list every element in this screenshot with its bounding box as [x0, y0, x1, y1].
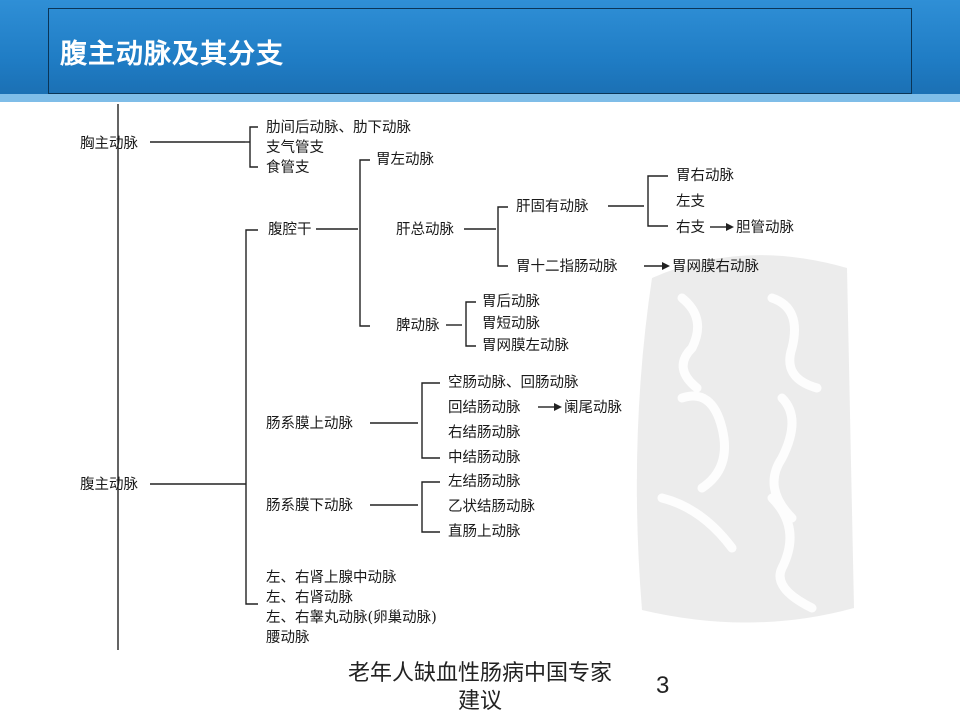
thoracic-branch: 支气管支	[266, 139, 324, 156]
seal-watermark	[636, 255, 854, 623]
sma-branch: 右结肠动脉	[448, 424, 521, 441]
ima-branch: 左结肠动脉	[448, 473, 521, 490]
thoracic-branch: 食管支	[266, 159, 310, 176]
slide-footer: 老年人缺血性肠病中国专家建议	[347, 661, 612, 714]
splenic-branch: 胃后动脉	[482, 293, 540, 310]
abdominal-aorta-label: 腹主动脉	[80, 476, 138, 493]
common-hepatic-label: 肝总动脉	[396, 221, 454, 238]
sma-branch: 回结肠动脉	[448, 399, 521, 416]
header-bar	[0, 0, 960, 102]
ima-bracket	[421, 481, 440, 533]
splenic-branch: 胃短动脉	[482, 315, 540, 332]
sma-branch: 空肠动脉、回肠动脉	[448, 374, 579, 391]
appendicular-arrow-head	[554, 403, 562, 411]
thoracic-bracket	[249, 126, 258, 168]
ima-branch: 直肠上动脉	[448, 523, 521, 540]
cystic-artery-label: 胆管动脉	[736, 219, 794, 236]
abdominal-bracket	[245, 229, 258, 605]
thoracic-aorta-label: 胸主动脉	[80, 135, 138, 152]
paired-branch: 左、右肾动脉	[266, 589, 353, 606]
sma-branch: 中结肠动脉	[448, 449, 521, 466]
common-hepatic-bracket	[497, 206, 508, 267]
appendicular-label: 阑尾动脉	[564, 399, 622, 416]
left-gastric-label: 胃左动脉	[376, 151, 434, 168]
gastroduodenal-label: 胃十二指肠动脉	[516, 258, 618, 275]
ima-label: 肠系膜下动脉	[266, 497, 353, 514]
right-gastric-label: 胃右动脉	[676, 167, 734, 184]
splenic-bracket	[465, 301, 476, 347]
celiac-bracket	[359, 159, 370, 327]
sma-label: 肠系膜上动脉	[266, 415, 353, 432]
celiac-trunk-label: 腹腔干	[268, 221, 312, 238]
page-number: 3	[656, 672, 670, 699]
thoracic-branch: 肋间后动脉、肋下动脉	[266, 119, 411, 136]
gastroepiploic-arrow-head	[662, 262, 670, 270]
ima-branch: 乙状结肠动脉	[448, 498, 535, 515]
paired-branch: 左、右睾丸动脉(卵巢动脉)	[266, 609, 437, 626]
header-stripe	[0, 94, 960, 102]
left-branch-label: 左支	[676, 193, 705, 210]
right-branch-label: 右支	[676, 219, 705, 236]
proper-hepatic-bracket	[647, 175, 668, 227]
title-box	[48, 8, 912, 94]
paired-branch: 腰动脉	[266, 629, 310, 646]
splenic-branch: 胃网膜左动脉	[482, 337, 569, 354]
right-gastroepiploic-label: 胃网膜右动脉	[672, 258, 759, 275]
sma-bracket	[421, 382, 440, 459]
splenic-label: 脾动脉	[396, 317, 440, 334]
proper-hepatic-label: 肝固有动脉	[516, 198, 589, 215]
paired-branch: 左、右肾上腺中动脉	[266, 569, 397, 586]
cystic-arrow-head	[726, 223, 734, 231]
slide-title: 腹主动脉及其分支	[60, 39, 284, 70]
